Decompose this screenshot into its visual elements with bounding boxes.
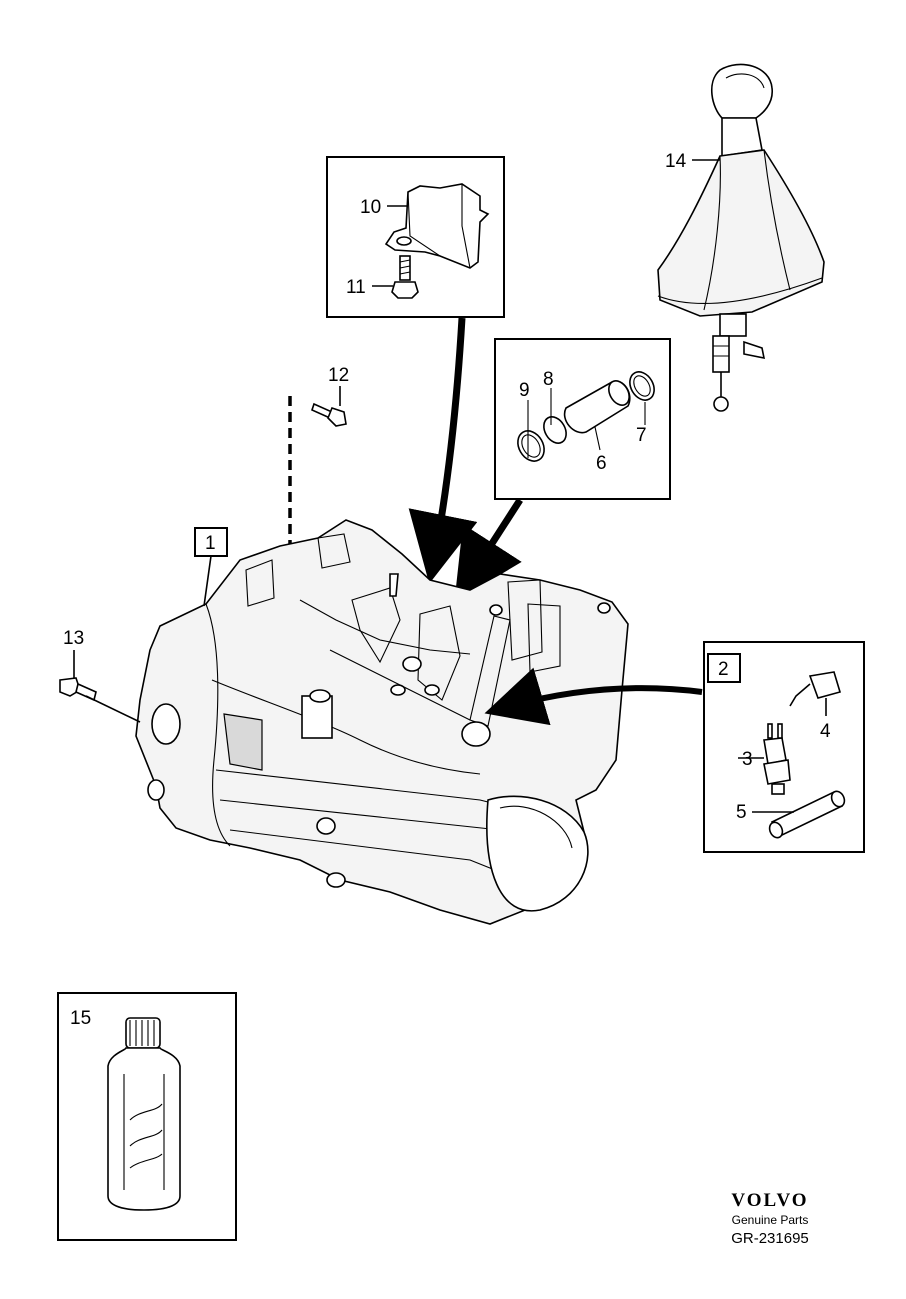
bracket-part-10 [384,183,490,269]
callout-2: 2 [718,659,729,680]
diagram-reference: GR-231695 [731,1230,809,1247]
gearbox-part-1: 1 [135,519,629,925]
pointer-arrow-bracket [408,317,478,584]
detail-box-oil: 15 [57,992,237,1241]
callout-4: 4 [820,721,831,742]
sleeve-part-6 [563,380,631,434]
brand-logo: VOLVO [731,1190,809,1211]
callout-12: 12 [328,365,349,386]
callout-13: 13 [63,628,84,649]
oil-bottle-part-15 [107,1017,181,1211]
pointer-arrow-switch [484,667,703,726]
connector-part-4 [789,671,842,716]
callout-5: 5 [736,802,747,823]
bolt-part-11 [391,255,419,299]
ring-part-9 [517,430,545,462]
callout-box-2 [707,653,741,683]
ring-part-8 [543,416,567,444]
ring-part-7 [629,371,655,401]
detail-box-sleeve: 9 8 7 6 [494,338,671,500]
callout-3: 3 [742,749,753,770]
callout-9: 9 [519,380,530,401]
callout-1: 1 [205,533,216,554]
callout-10: 10 [360,197,381,218]
callout-7: 7 [636,425,647,446]
callout-8: 8 [543,369,554,390]
switch-part-3 [738,723,791,795]
gear-lever-part-14: 14 [657,63,825,412]
detail-box-bracket: 10 11 [326,156,505,318]
detail-box-switch: 2 4 3 5 [703,641,865,853]
bolt-part-13: 13 [59,628,141,723]
callout-14: 14 [665,151,687,172]
fuse-part-5 [752,790,846,839]
brand-tagline: Genuine Parts [731,1213,809,1227]
callout-15: 15 [70,1008,91,1029]
callout-6: 6 [596,453,607,474]
pointer-arrow-sleeve [454,498,523,602]
callout-11: 11 [346,277,366,298]
